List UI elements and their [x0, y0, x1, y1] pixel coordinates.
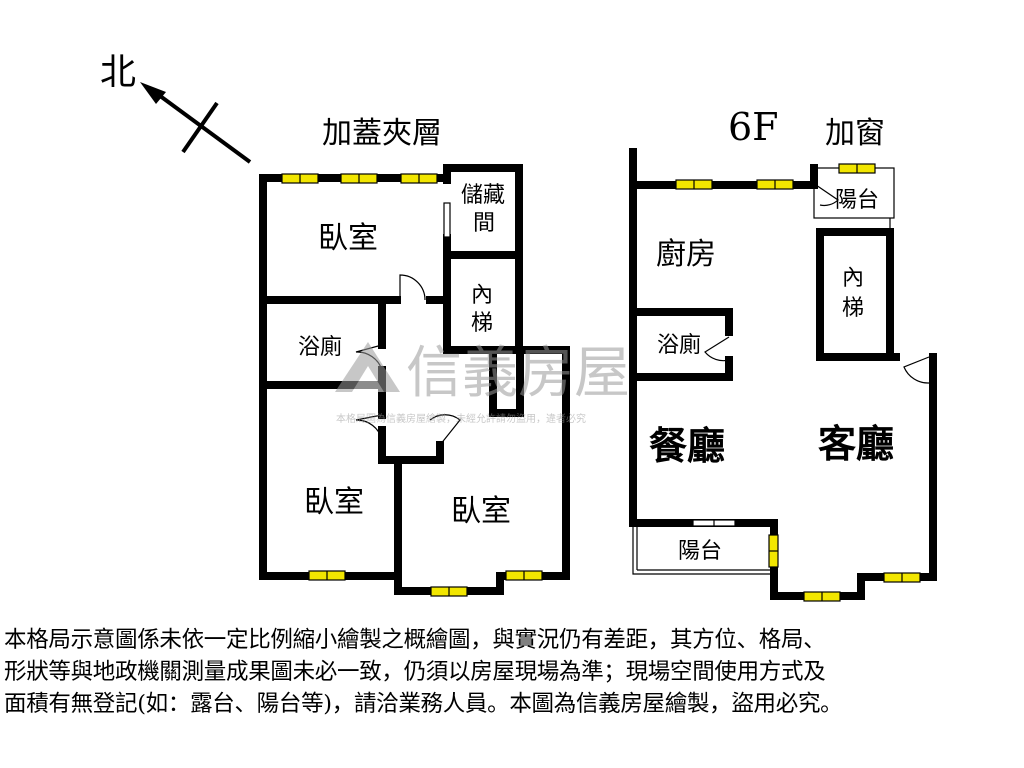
door-balcony-top [815, 184, 839, 207]
floor6-balcony-lines [632, 167, 895, 575]
mezz-stair-label-2: 梯 [471, 311, 493, 336]
floor6-stair-label-1: 內 [842, 266, 864, 291]
mezz-stair-label-1: 內 [471, 283, 493, 308]
mezz-bedroom-right-label: 臥室 [451, 494, 511, 529]
door-entrance [903, 356, 930, 384]
disclaimer-line-2: 形狀等與地政機關測量成果圖未必一致，仍須以房屋現場為準；現場空間使用方式及 [4, 659, 826, 685]
mezzanine-title: 加蓋夾層 [322, 116, 442, 151]
watermark-brand: 信義房屋 [406, 341, 630, 406]
door-bedroom-top [399, 274, 426, 301]
disclaimer-line-3: 面積有無登記(如：露台、陽台等)，請洽業務人員。本圖為信義房屋繪製，盜用必究。 [4, 691, 843, 717]
north-label: 北 [100, 52, 136, 93]
floor6-doors [692, 184, 930, 527]
floor6-stair-label-2: 梯 [842, 296, 864, 321]
mezz-storage-label-1: 儲藏 [461, 183, 505, 208]
watermark-logo [335, 342, 400, 392]
door-bedroom-right [429, 414, 461, 446]
floor-plan-drawing: 北 加蓋夾層 [100, 52, 937, 602]
door-bedroom-left [355, 414, 383, 441]
watermark-caption: 本格局圖為信義房屋繪製，未經允許請勿盜用，違者必究 [336, 412, 586, 425]
north-arrow-crossbar [181, 101, 219, 154]
mezz-bedroom-top-label: 臥室 [318, 221, 378, 256]
floor6-kitchen-label: 廚房 [656, 237, 716, 272]
floor6-living-label: 客廳 [818, 421, 894, 466]
floor6-dining-label: 餐廳 [649, 423, 725, 468]
floor6-window-note: 加窗 [825, 116, 885, 151]
watermark: 信義房屋 本格局圖為信義房屋繪製，未經允許請勿盜用，違者必究 [335, 341, 630, 425]
floor6-windows [675, 163, 921, 602]
storage-sliding-door [443, 202, 451, 238]
mezz-bedroom-left-label: 臥室 [304, 485, 364, 520]
north-arrow: 北 [100, 52, 252, 164]
disclaimer-line-1: 本格局示意圖係未依一定比例縮小繪製之概繪圖，與實況仍有差距，其方位、格局、 [4, 627, 826, 653]
disclaimer-text: 本格局示意圖係未依一定比例縮小繪製之概繪圖，與實況仍有差距，其方位、格局、 形狀… [4, 624, 1020, 720]
mezz-storage-label-2: 間 [473, 211, 495, 236]
mezzanine-walls [259, 164, 570, 595]
floor6-bathroom-label: 浴廁 [657, 333, 701, 358]
mezzanine-doors [355, 202, 461, 446]
north-arrow-head [140, 82, 166, 104]
floor6-balcony-top-label: 陽台 [835, 188, 879, 213]
mezzanine-windows [281, 173, 543, 597]
door-6f-bathroom [704, 336, 730, 362]
mezz-bathroom-label: 浴廁 [298, 335, 342, 360]
floor6-balcony-bottom-label: 陽台 [678, 539, 722, 564]
floor6-title: 6F [728, 105, 779, 149]
floor6-walls [629, 148, 937, 600]
